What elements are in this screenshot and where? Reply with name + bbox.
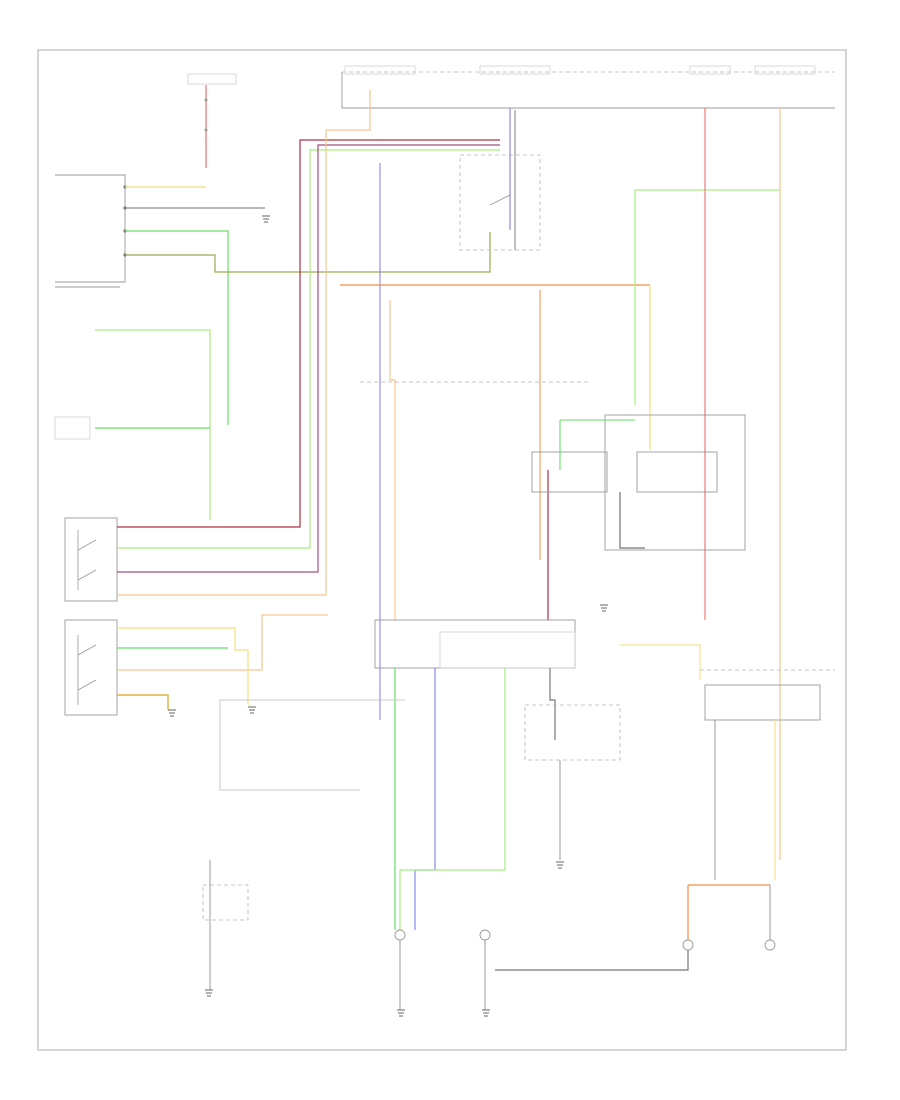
- fuse-panel: [341, 65, 835, 109]
- central-module: [374, 619, 576, 669]
- right-lower-module: [700, 669, 835, 880]
- bottom-lamps: [394, 884, 776, 1010]
- central-module-wires: [219, 644, 701, 930]
- right-relays: [531, 414, 746, 551]
- center-relay: [459, 108, 541, 251]
- left-module-wires: [125, 186, 491, 425]
- diagram-frame: [37, 49, 847, 1051]
- inner-relay: [524, 704, 621, 761]
- switch-block-lower: [64, 614, 328, 716]
- left-switches: [54, 286, 211, 520]
- ignition-feed: [187, 73, 237, 168]
- center-down-wires: [389, 108, 781, 860]
- ground-symbols: [168, 215, 608, 1017]
- bottom-left-relay: [202, 860, 249, 990]
- control-module-left: [55, 174, 127, 283]
- switch-block-upper: [64, 90, 500, 602]
